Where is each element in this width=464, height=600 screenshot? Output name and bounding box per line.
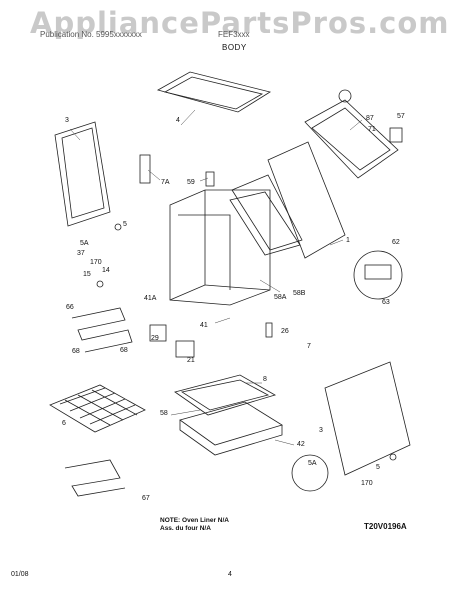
- callout-170: 170: [90, 259, 102, 266]
- callout-41: 41: [200, 322, 208, 329]
- callout-37: 37: [77, 250, 85, 257]
- callout-15: 15: [83, 271, 91, 278]
- hinge-bracket: [139, 154, 151, 184]
- callout-170-right: 170: [361, 480, 373, 487]
- door: [54, 121, 111, 227]
- callout-21: 21: [187, 357, 195, 364]
- callout-7a: 7A: [161, 179, 170, 186]
- top-panel: [156, 71, 272, 113]
- callout-66: 66: [66, 304, 74, 311]
- oven-rack: [49, 384, 146, 433]
- publication-number: Publication No. 5995xxxxxxx: [40, 30, 142, 39]
- lamp: [96, 280, 104, 288]
- note: NOTE: Oven Liner N/A Ass. du four N/A: [160, 517, 229, 533]
- note-line-1: NOTE: Oven Liner N/A: [160, 517, 229, 524]
- callout-5a-detail: 5A: [308, 460, 317, 467]
- callout-87: 87: [366, 115, 374, 122]
- callout-41a: 41A: [144, 295, 157, 302]
- callout-8: 8: [263, 376, 267, 383]
- broil-element: [64, 459, 126, 497]
- callout-5a: 5A: [80, 240, 89, 247]
- callout-59: 59: [187, 179, 195, 186]
- cabinet-body: [169, 189, 271, 306]
- callout-68-left: 68: [72, 348, 80, 355]
- callout-62: 62: [392, 239, 400, 246]
- switch: [265, 322, 273, 338]
- callout-68-right: 68: [120, 347, 128, 354]
- callout-58: 58: [160, 410, 168, 417]
- callout-26: 26: [281, 328, 289, 335]
- screw: [114, 223, 122, 231]
- drawer-front: [174, 374, 277, 416]
- sensor: [205, 171, 215, 187]
- leveler-detail: [291, 454, 329, 492]
- callout-58b: 58B: [293, 290, 306, 297]
- rear-wall: [267, 141, 346, 259]
- callout-5: 5: [123, 221, 127, 228]
- clip: [338, 89, 352, 103]
- callout-3-door: 3: [65, 117, 69, 124]
- callout-1: 1: [346, 237, 350, 244]
- bake-element: [71, 307, 133, 353]
- note-line-2: Ass. du four N/A: [160, 525, 211, 532]
- terminal-block-detail: [353, 250, 403, 300]
- callout-3-side: 3: [319, 427, 323, 434]
- page-number: 4: [228, 571, 232, 578]
- side-panel: [324, 361, 411, 476]
- figure-id: T20V0196A: [364, 522, 407, 531]
- footer-date: 01/08: [11, 571, 29, 578]
- callout-4: 4: [176, 117, 180, 124]
- callout-57: 57: [397, 113, 405, 120]
- callout-7: 7: [307, 343, 311, 350]
- section-title: BODY: [222, 43, 247, 52]
- watermark: AppliancePartsPros.com: [30, 6, 450, 40]
- callout-6: 6: [62, 420, 66, 427]
- latch: [175, 340, 195, 358]
- callout-5-right: 5: [376, 464, 380, 471]
- callout-63: 63: [382, 299, 390, 306]
- callout-71: 71: [368, 126, 376, 133]
- callout-58a: 58A: [274, 294, 287, 301]
- label-plate: [389, 127, 403, 143]
- model-number: FEF3xxx: [218, 30, 250, 39]
- callout-67: 67: [142, 495, 150, 502]
- callout-29: 29: [151, 335, 159, 342]
- callout-42: 42: [297, 441, 305, 448]
- hinge-receiver: [149, 324, 167, 342]
- back-panel: [304, 99, 399, 179]
- callout-14: 14: [102, 267, 110, 274]
